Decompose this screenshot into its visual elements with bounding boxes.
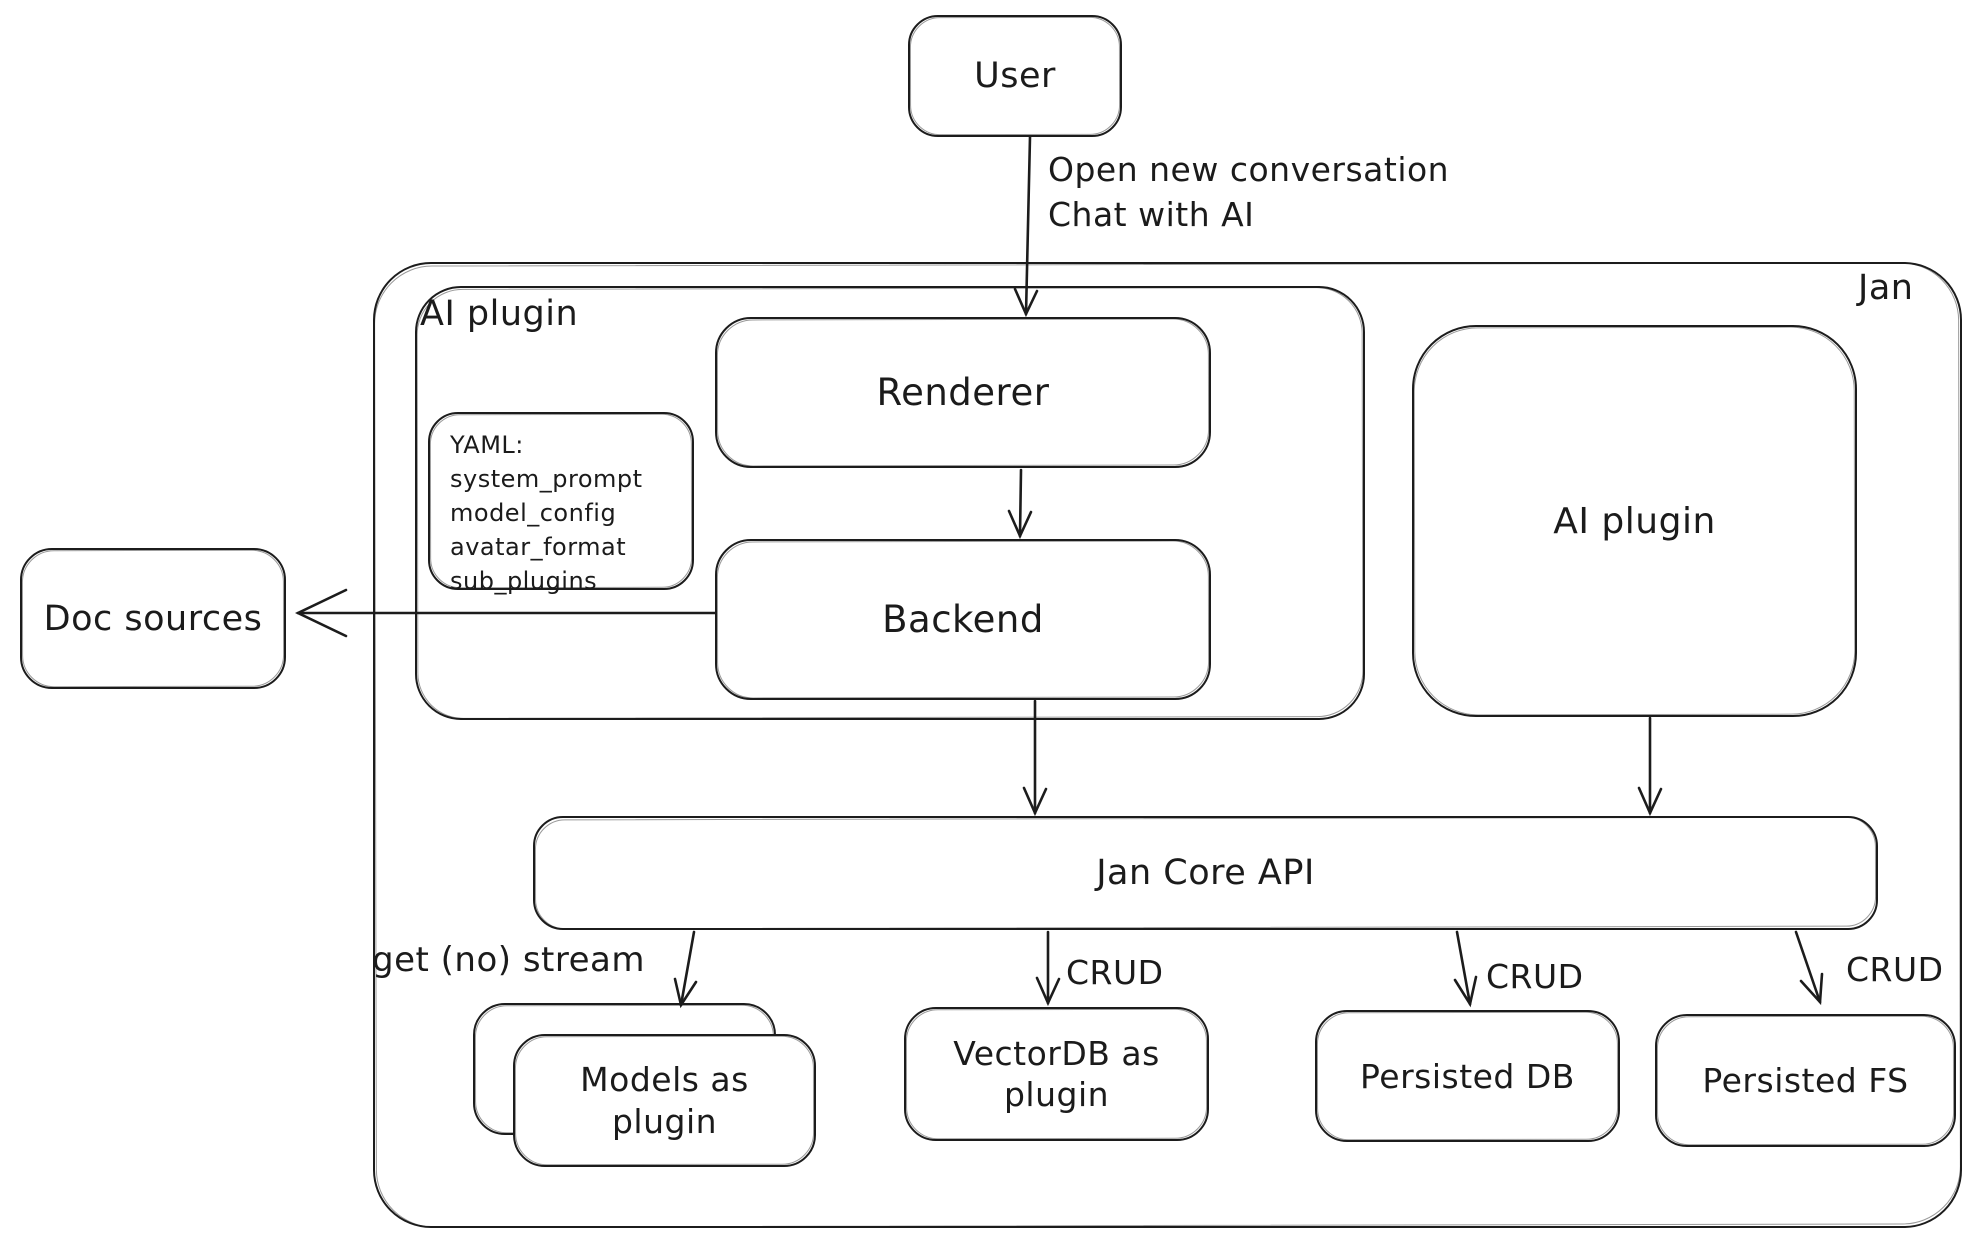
edge-label-crud-db: CRUD <box>1486 957 1584 996</box>
vectordb-as-plugin-node: VectorDB as plugin <box>904 1007 1209 1141</box>
edge-label-crud-vectordb: CRUD <box>1066 953 1164 992</box>
vectordb-as-plugin-label: VectorDB as plugin <box>953 1033 1160 1114</box>
ai-plugin-node: AI plugin <box>1412 325 1857 717</box>
jan-core-api-node: Jan Core API <box>533 816 1878 930</box>
yaml-note-line: system_prompt <box>450 465 643 493</box>
yaml-note: YAML: system_prompt model_config avatar_… <box>428 412 694 595</box>
user-node-label: User <box>974 56 1056 96</box>
ai-plugin-container-label: AI plugin <box>420 294 579 334</box>
models-as-plugin-label: Models as plugin <box>580 1060 749 1141</box>
backend-node: Backend <box>715 539 1211 700</box>
ai-plugin-container <box>415 286 1365 720</box>
yaml-note-line: sub_plugins <box>450 567 598 595</box>
jan-core-api-label: Jan Core API <box>1096 853 1315 893</box>
doc-sources-node-label: Doc sources <box>43 598 263 639</box>
doc-sources-node: Doc sources <box>20 548 286 689</box>
persisted-fs-label: Persisted FS <box>1702 1061 1909 1100</box>
jan-container <box>373 262 1962 1228</box>
edge-label-open-conversation: Open new conversation Chat with AI <box>1048 150 1450 234</box>
backend-node-label: Backend <box>882 598 1044 641</box>
user-node: User <box>908 15 1122 137</box>
persisted-db-node: Persisted DB <box>1315 1010 1620 1142</box>
persisted-db-label: Persisted DB <box>1360 1056 1575 1096</box>
jan-container-label: Jan <box>1858 268 1914 308</box>
models-as-plugin-node: Models as plugin <box>513 1034 816 1167</box>
yaml-note-line: avatar_format <box>450 533 627 561</box>
yaml-note-line: model_config <box>450 499 617 527</box>
edge-label-crud-fs: CRUD <box>1846 950 1944 989</box>
yaml-note-title: YAML: <box>450 431 524 459</box>
persisted-fs-node: Persisted FS <box>1655 1014 1956 1147</box>
ai-plugin-node-label: AI plugin <box>1553 500 1716 542</box>
renderer-node-label: Renderer <box>876 371 1050 414</box>
edge-label-get-stream: get (no) stream <box>372 940 645 980</box>
renderer-node: Renderer <box>715 317 1211 468</box>
